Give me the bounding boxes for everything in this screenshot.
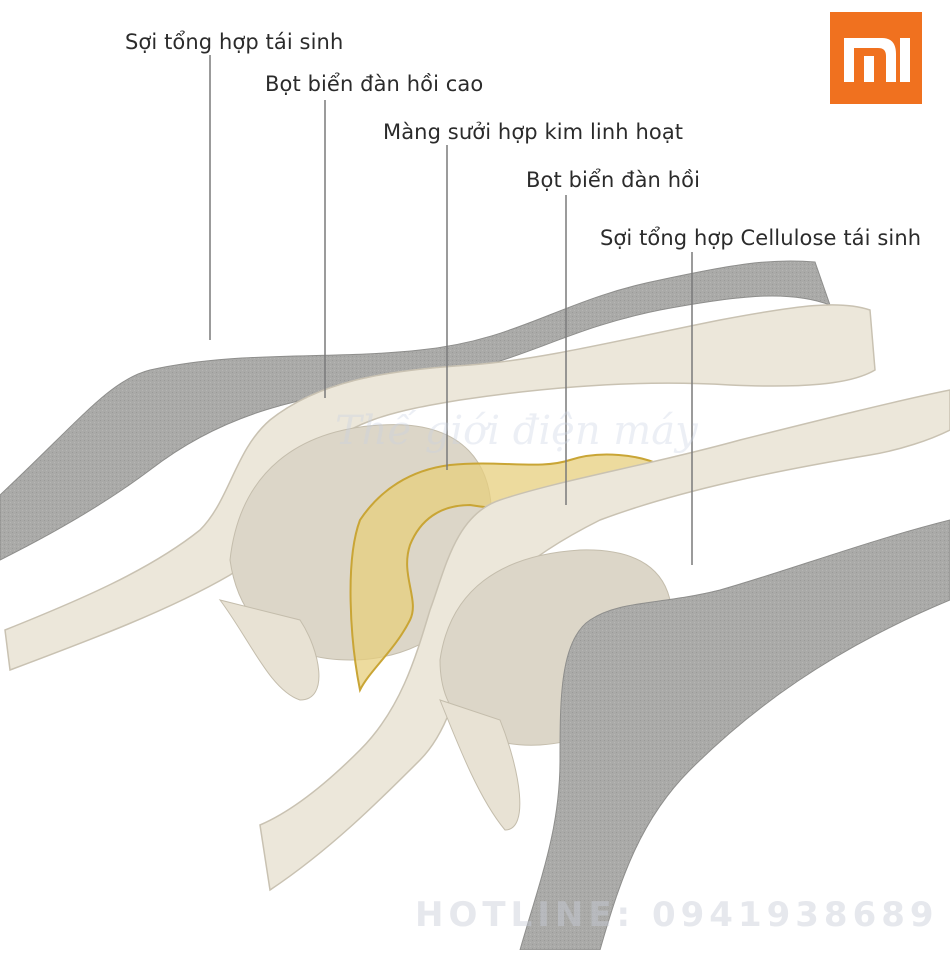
- label-alloy-heating-film: Màng sưởi hợp kim linh hoạt: [383, 120, 683, 144]
- mi-logo-mark: [830, 12, 922, 104]
- label-recycled-synthetic-fiber: Sợi tổng hợp tái sinh: [125, 30, 343, 54]
- watermark-text: Thế giới điện máy: [335, 408, 698, 454]
- label-cellulose-fiber: Sợi tổng hợp Cellulose tái sinh: [600, 226, 921, 250]
- hotline-watermark: HOTLINE: 0941938689: [415, 895, 939, 935]
- label-elastic-foam: Bọt biển đàn hồi: [526, 168, 700, 192]
- mi-logo: [830, 12, 922, 104]
- label-high-elastic-foam: Bọt biển đàn hồi cao: [265, 72, 483, 96]
